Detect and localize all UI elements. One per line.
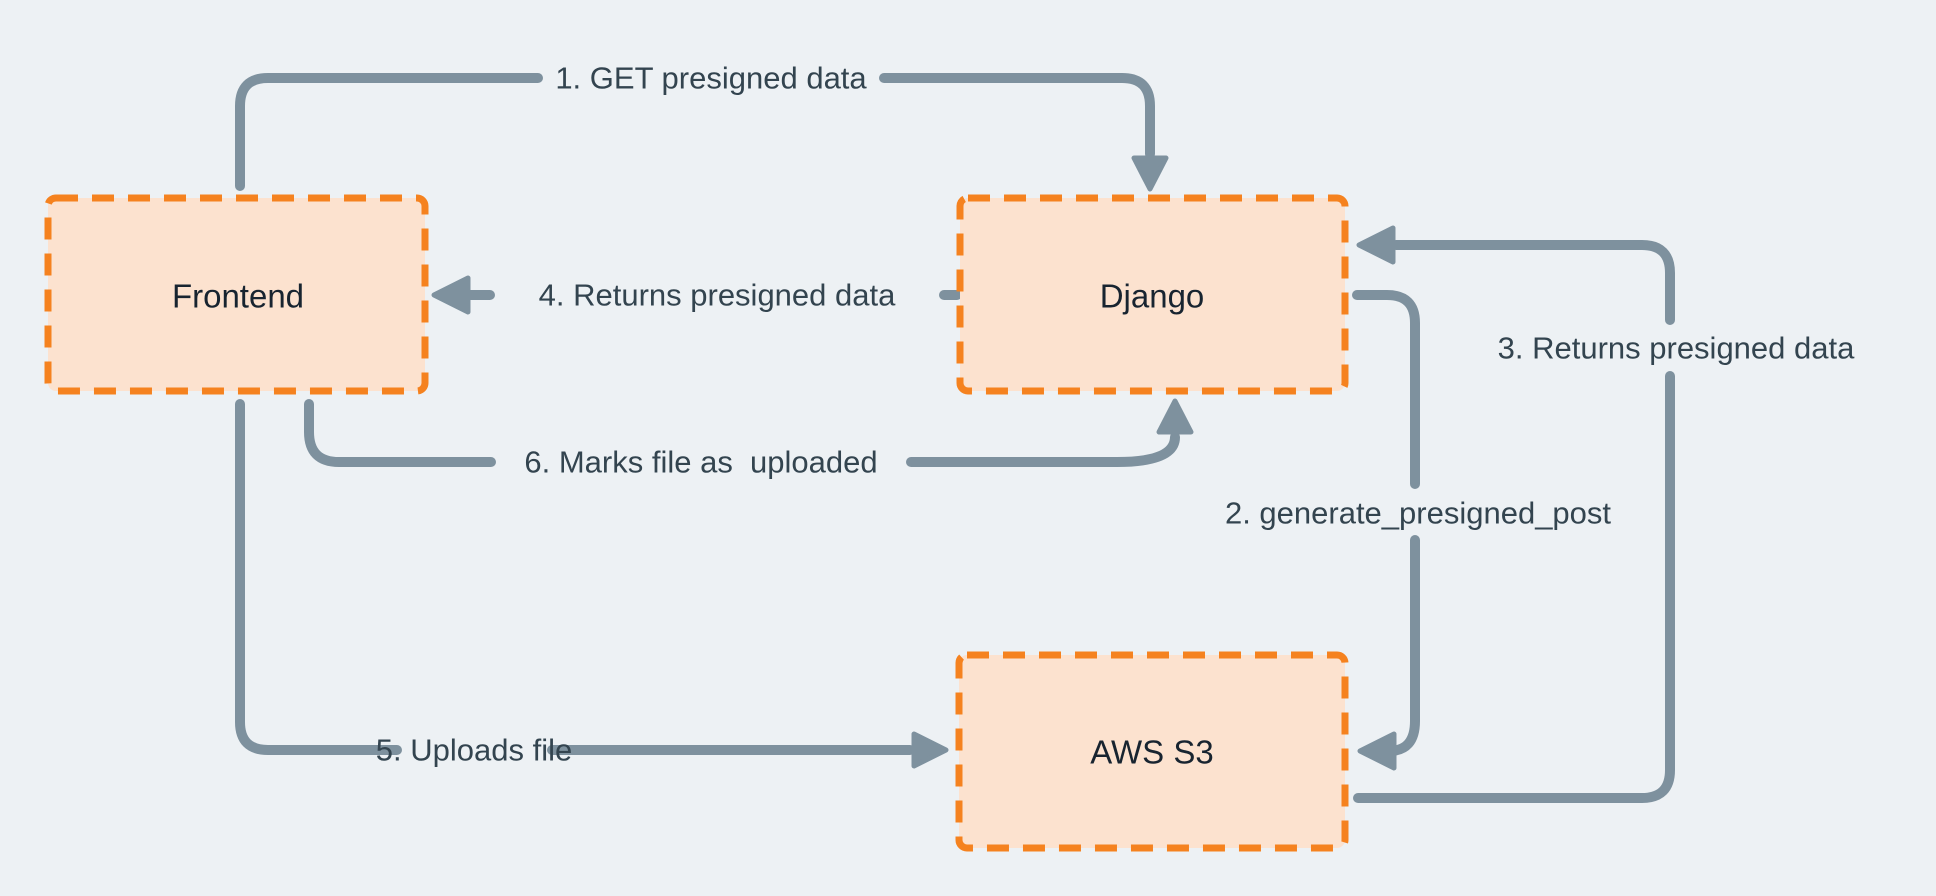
edge-generate-presigned-post-line-end [1384, 535, 1420, 756]
edge-generate-presigned-post-line-start [1352, 290, 1420, 489]
arrowhead-right-icon [911, 731, 949, 769]
arrowhead-left-icon [1356, 225, 1396, 265]
node-django-label: Django [1100, 278, 1205, 315]
edge-label-generate-presigned-post: 2. generate_presigned_post [1225, 496, 1611, 531]
node-aws-s3: AWS S3 [955, 651, 1349, 852]
edge-returns-to-django-line-start [1353, 371, 1675, 803]
edge-marks-uploaded-line-start [304, 399, 496, 467]
edge-get-presigned-data: 1. GET presigned data [235, 61, 1169, 192]
arrowhead-left-icon [1357, 731, 1397, 771]
edge-get-presigned-data-line-end [879, 73, 1155, 159]
arrowhead-left-icon [431, 275, 471, 315]
node-django: Django [956, 194, 1349, 395]
node-aws-s3-box [955, 651, 1349, 852]
edge-label-uploads-file: 5. Uploads file [376, 733, 572, 768]
edge-label-returns-presigned-data-to-django: 3. Returns presigned data [1498, 331, 1855, 366]
edge-label-marks-file-uploaded: 6. Marks file as uploaded [524, 445, 877, 480]
edge-uploads-file: 5. Uploads file [235, 399, 949, 769]
edge-returns-to-django-line-end [1391, 240, 1675, 325]
node-frontend-box [44, 194, 429, 395]
edge-returns-presigned-data-to-frontend: 4. Returns presigned data [431, 275, 962, 315]
node-frontend-label: Frontend [172, 278, 304, 315]
arrowhead-down-icon [1131, 155, 1169, 192]
node-aws-s3-label: AWS S3 [1090, 734, 1213, 771]
node-frontend: Frontend [44, 194, 429, 395]
edge-label-get-presigned-data: 1. GET presigned data [555, 61, 867, 96]
edge-marks-uploaded-line-end [906, 432, 1180, 467]
edge-get-presigned-data-line-start [235, 73, 543, 191]
edge-uploads-file-line-start [235, 399, 402, 755]
edge-label-returns-presigned-data-to-frontend: 4. Returns presigned data [539, 278, 896, 313]
edge-returns-presigned-data-to-django: 3. Returns presigned data [1353, 225, 1855, 803]
arrowhead-up-icon [1156, 398, 1194, 435]
node-django-box [956, 194, 1349, 395]
edge-marks-file-uploaded: 6. Marks file as uploaded [304, 398, 1194, 480]
edge-generate-presigned-post: 2. generate_presigned_post [1225, 290, 1611, 771]
